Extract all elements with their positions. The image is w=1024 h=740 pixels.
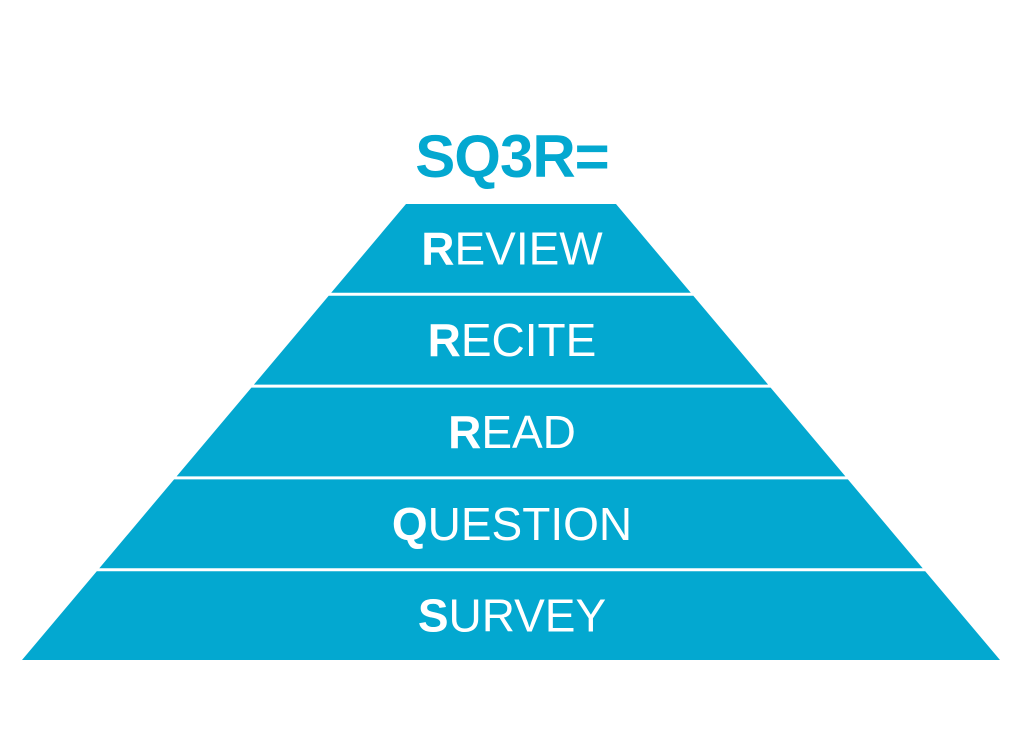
layer-word-rest: UESTION (428, 498, 632, 550)
layer-word-rest: URVEY (449, 590, 607, 642)
pyramid-layer-1 (331, 204, 691, 293)
layer-initial-letter: Q (392, 498, 428, 550)
layer-initial-letter: R (428, 314, 461, 366)
layer-initial-letter: R (448, 406, 481, 458)
layer-word-rest: EVIEW (454, 222, 603, 274)
pyramid-layers (22, 204, 1000, 660)
layer-word-rest: ECITE (461, 314, 596, 366)
pyramid-layer-label-5: SURVEY (418, 590, 606, 642)
pyramid-layer-label-3: READ (448, 406, 576, 458)
pyramid-layer-5 (22, 571, 1000, 660)
pyramid-layer-label-2: RECITE (428, 314, 597, 366)
pyramid-layer-2 (253, 295, 769, 385)
pyramid-layer-3 (176, 387, 846, 477)
layer-initial-letter: R (421, 222, 454, 274)
diagram-title: SQ3R= (415, 123, 609, 190)
pyramid-layer-4 (99, 479, 923, 569)
pyramid-layer-label-1: REVIEW (421, 222, 603, 274)
layer-word-rest: EAD (481, 406, 576, 458)
layer-initial-letter: S (418, 590, 449, 642)
pyramid-layer-label-4: QUESTION (392, 498, 632, 550)
